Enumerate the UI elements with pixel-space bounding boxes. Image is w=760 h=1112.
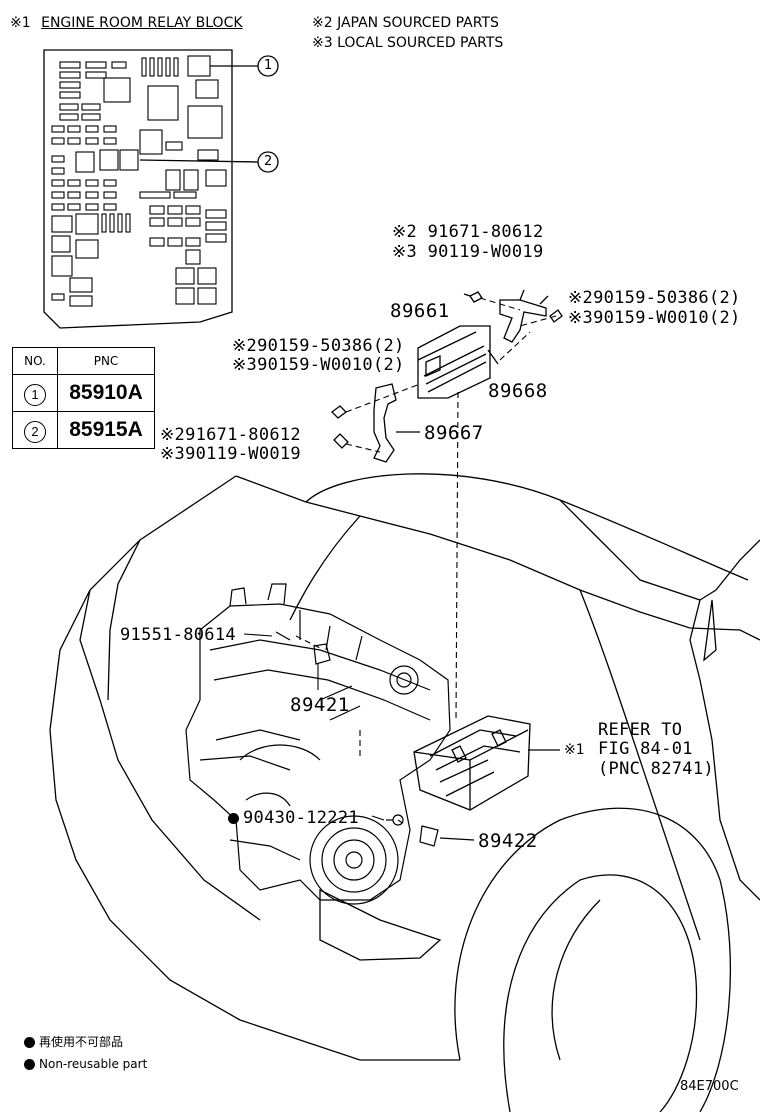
non-reusable-dot-icon [228, 812, 239, 824]
part-label-90119-left: ※390119-W0019 [160, 444, 301, 464]
car-body [49, 473, 760, 1112]
part-label-91671-top: ※2 91671-80612 [392, 222, 544, 242]
pnc-table: NO. PNC 1 85910A 2 85915A [12, 347, 155, 449]
part-label-91551: 91551-80614 [120, 625, 236, 645]
refer-mark: ※1 [564, 742, 585, 758]
engine-room-relay-block [413, 715, 560, 811]
legend-en-text: Non-reusable part [39, 1057, 148, 1071]
part-label-91671-left: ※291671-80612 [160, 425, 301, 445]
refer-line-1: REFER TO [598, 720, 683, 740]
ecu-assembly [295, 289, 563, 825]
part-label-90430: 90430-12221 [228, 810, 359, 827]
part-label-90430-text: 90430-12221 [243, 808, 359, 828]
pnc-row-1-no: 1 [24, 383, 46, 406]
figure-code: 84E700C [680, 1079, 739, 1094]
note-mark-1: ※1 [10, 15, 31, 31]
part-label-90159-left-j: ※290159-50386(2) [232, 336, 405, 356]
engine [185, 583, 475, 905]
note-local-sourced: ※3 LOCAL SOURCED PARTS [312, 35, 504, 51]
legend-jp-text: 再使用不可部品 [39, 1035, 124, 1049]
pnc-row-2-value: 85915A [57, 411, 155, 449]
part-label-90159-left-l: ※390159-W0010(2) [232, 355, 405, 375]
legend-dot-icon [24, 1059, 35, 1070]
callout-2: 2 [264, 154, 273, 169]
note-relay-block-title: ENGINE ROOM RELAY BLOCK [41, 15, 243, 31]
part-label-89661: 89661 [390, 300, 450, 322]
relay-block [43, 49, 279, 329]
legend-dot-icon [24, 1037, 35, 1048]
callout-1: 1 [264, 58, 273, 73]
table-row: 1 85910A [12, 374, 155, 412]
part-label-89667: 89667 [424, 422, 484, 444]
pnc-header-no: NO. [12, 347, 58, 375]
legend-en: Non-reusable part [24, 1058, 147, 1070]
refer-line-3: (PNC 82741) [598, 759, 714, 779]
table-row: 2 85915A [12, 411, 155, 449]
part-label-89422: 89422 [478, 830, 538, 852]
pnc-row-2-no: 2 [24, 420, 46, 443]
note-japan-sourced: ※2 JAPAN SOURCED PARTS [312, 15, 499, 31]
pnc-header-pnc: PNC [57, 347, 155, 375]
note-relay-block: ※1 ENGINE ROOM RELAY BLOCK [10, 16, 243, 30]
refer-line-2: FIG 84-01 [598, 739, 693, 759]
part-label-89421: 89421 [290, 694, 350, 716]
pnc-row-1-value: 85910A [57, 374, 155, 412]
part-label-90119-top: ※3 90119-W0019 [392, 242, 544, 262]
part-label-90159-right-l: ※390159-W0010(2) [568, 308, 741, 328]
part-label-90159-right-j: ※290159-50386(2) [568, 288, 741, 308]
part-label-89668: 89668 [488, 380, 548, 402]
legend-jp: 再使用不可部品 [24, 1036, 123, 1048]
